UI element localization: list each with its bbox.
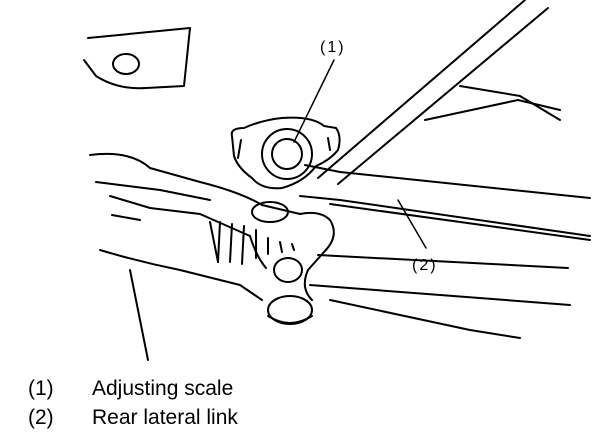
parts-legend: (1) Adjusting scale (2) Rear lateral lin… [28, 374, 238, 432]
legend-number: (1) [28, 377, 54, 400]
legend-label: Adjusting scale [92, 377, 234, 400]
adjuster-bolt-outer [261, 128, 313, 180]
callout-2-leader [397, 199, 427, 249]
callout-1-label: (1) [320, 39, 346, 56]
legend-item: (2) Rear lateral link [28, 403, 238, 432]
lower-bolt-upper [273, 257, 303, 283]
spacer-washer [251, 201, 289, 223]
lower-arm [89, 152, 335, 361]
adjuster-bolt-inner [271, 138, 303, 170]
legend-label: Rear lateral link [92, 406, 238, 429]
bracket-hole [112, 53, 140, 75]
adjusting-scale [230, 116, 341, 190]
diagonal-member [317, 0, 561, 185]
legend-number: (2) [28, 406, 54, 429]
legend-item: (1) Adjusting scale [28, 374, 238, 403]
rear-lateral-link [299, 164, 591, 241]
callout-1-leader [293, 59, 335, 143]
callout-2-label: (2) [412, 257, 438, 274]
crossmember [309, 85, 571, 339]
mounting-bracket [83, 27, 191, 90]
